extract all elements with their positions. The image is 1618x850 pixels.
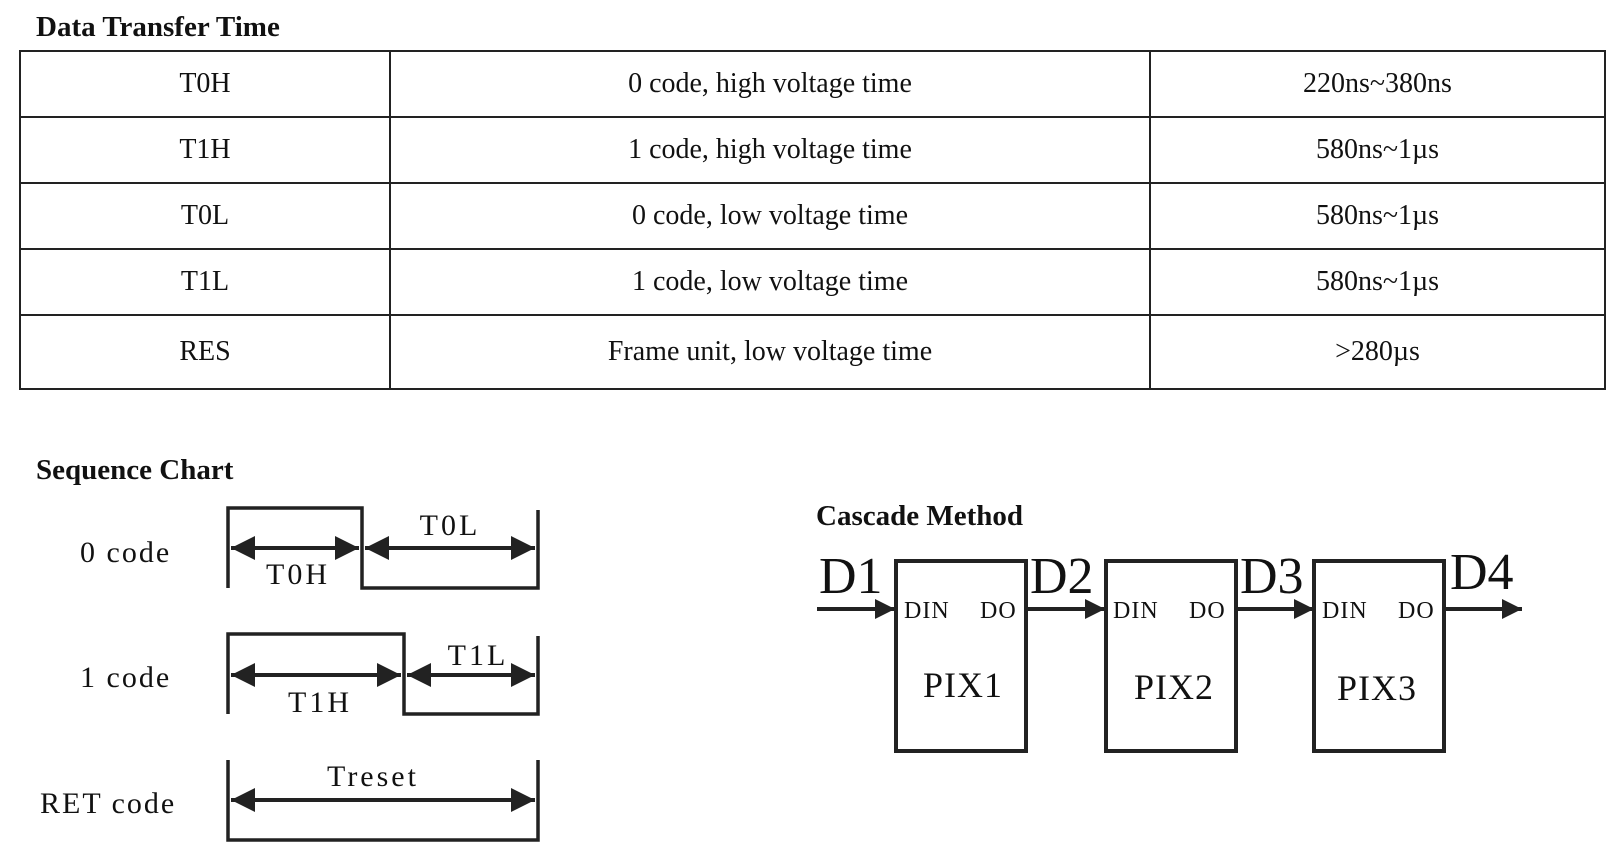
description-cell: 0 code, low voltage time — [389, 182, 1151, 250]
zero-code-signal — [226, 506, 540, 590]
t1h-label: T1H — [288, 686, 352, 719]
pix2-label: PIX2 — [1134, 667, 1214, 707]
symbol-cell: T1L — [19, 248, 391, 316]
cascade-method-heading: Cascade Method — [816, 500, 1024, 532]
table-row: T1L 1 code, low voltage time 580ns~1µs — [19, 248, 1606, 316]
ret-code-label: RET code — [40, 787, 176, 820]
t1l-label: T1L — [448, 639, 509, 672]
symbol-cell: T0L — [19, 182, 391, 250]
description-cell: 1 code, high voltage time — [389, 116, 1151, 184]
ret-code-signal — [226, 760, 540, 842]
description-cell: 0 code, high voltage time — [389, 50, 1151, 118]
one-code-waveform: 1 code T1H T1L — [80, 632, 540, 719]
pix2-din-label: DIN — [1113, 598, 1159, 624]
d4-label: D4 — [1450, 544, 1514, 601]
pixel-block-3: DIN DO PIX3 — [1312, 559, 1446, 753]
cascade-diagram: D1 D2 D3 D4 DIN DO PIX1 DIN DO PIX2 DIN … — [817, 544, 1522, 753]
one-code-signal — [226, 632, 540, 716]
value-cell: >280µs — [1149, 314, 1606, 390]
table-row: T1H 1 code, high voltage time 580ns~1µs — [19, 116, 1606, 184]
t0h-label: T0H — [266, 558, 330, 591]
value-cell: 580ns~1µs — [1149, 248, 1606, 316]
pix1-label: PIX1 — [923, 665, 1003, 705]
table-row: T0H 0 code, high voltage time 220ns~380n… — [19, 50, 1606, 118]
value-cell: 580ns~1µs — [1149, 116, 1606, 184]
pixel-block-2: DIN DO PIX2 — [1104, 559, 1238, 753]
pix3-box — [1312, 559, 1446, 753]
data-transfer-table: T0H 0 code, high voltage time 220ns~380n… — [19, 50, 1606, 390]
pix3-din-label: DIN — [1322, 598, 1368, 624]
pixel-block-1: DIN DO PIX1 — [894, 559, 1028, 753]
d1-label: D1 — [819, 548, 883, 605]
value-cell: 220ns~380ns — [1149, 50, 1606, 118]
pix1-din-label: DIN — [904, 598, 950, 624]
ret-code-waveform: RET code Treset — [40, 760, 540, 842]
pix2-box — [1104, 559, 1238, 753]
pix3-do-label: DO — [1398, 598, 1435, 624]
symbol-cell: T0H — [19, 50, 391, 118]
table-row: T0L 0 code, low voltage time 580ns~1µs — [19, 182, 1606, 250]
description-cell: Frame unit, low voltage time — [389, 314, 1151, 390]
description-cell: 1 code, low voltage time — [389, 248, 1151, 316]
symbol-cell: T1H — [19, 116, 391, 184]
treset-label: Treset — [327, 760, 419, 793]
table-row: RES Frame unit, low voltage time >280µs — [19, 314, 1606, 390]
symbol-cell: RES — [19, 314, 391, 390]
data-transfer-heading: Data Transfer Time — [36, 11, 280, 43]
one-code-label: 1 code — [80, 661, 171, 694]
zero-code-label: 0 code — [80, 536, 171, 569]
t0l-label: T0L — [420, 509, 481, 542]
value-cell: 580ns~1µs — [1149, 182, 1606, 250]
pix2-do-label: DO — [1189, 598, 1226, 624]
sequence-chart-heading: Sequence Chart — [36, 454, 234, 486]
pix1-box — [894, 559, 1028, 753]
d3-label: D3 — [1240, 548, 1304, 605]
pix3-label: PIX3 — [1337, 668, 1417, 708]
zero-code-waveform: 0 code T0H T0L — [80, 506, 540, 591]
d2-label: D2 — [1030, 548, 1094, 605]
pix1-do-label: DO — [980, 598, 1017, 624]
